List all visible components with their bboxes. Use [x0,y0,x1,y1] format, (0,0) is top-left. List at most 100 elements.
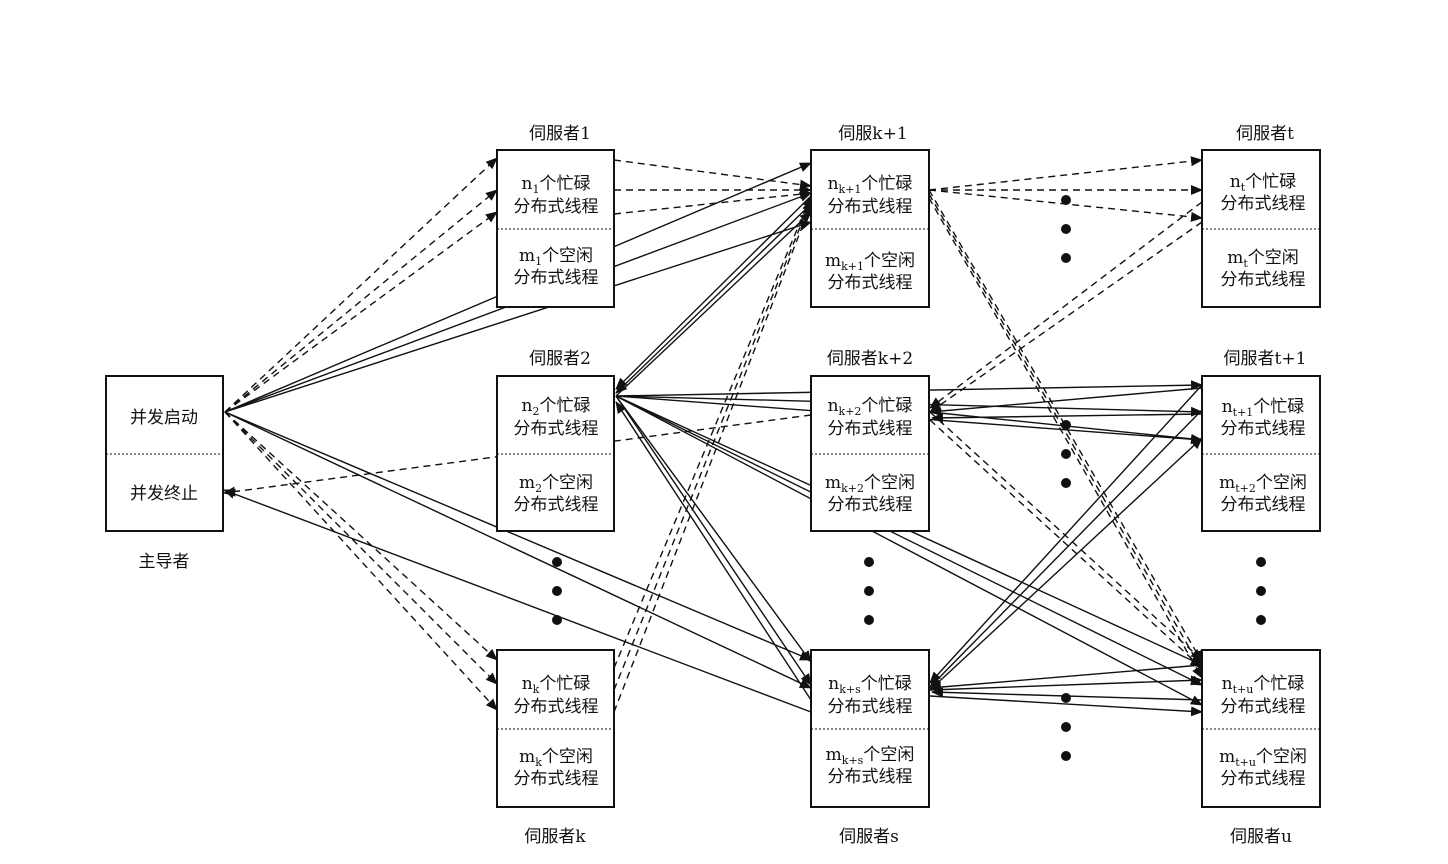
server-node-s: nk+s个忙碌 分布式线程 mk+s个空闲 分布式线程 伺服者s [810,649,930,847]
busy-thread-label: 分布式线程 [1221,419,1306,439]
idle-count-label: m1个空闲 [519,246,593,268]
solid-arrow [615,395,812,663]
ellipsis-dot [1061,449,1071,459]
server-node-1: 伺服者1 n1个忙碌 分布式线程 m1个空闲 分布式线程 [496,124,615,308]
ellipsis-dot [864,557,874,567]
server-title: 伺服者2 [529,349,591,369]
server-box [810,375,930,532]
solid-arrow [929,675,1203,691]
connection-lines [223,156,1203,717]
dashed-arrow [224,411,498,711]
idle-thread-label: 分布式线程 [828,495,913,515]
solid-arrow [615,395,1203,686]
idle-thread-label: 分布式线程 [828,273,913,293]
server-node-k-plus-1: 伺服k+1 nk+1个忙碌 分布式线程 mk+1个空闲 分布式线程 [810,124,930,308]
solid-arrow [929,409,1203,688]
idle-count-label: mk+2个空闲 [825,473,915,495]
busy-thread-label: 分布式线程 [828,697,913,717]
solid-arrow [223,489,812,713]
idle-thread-label: 分布式线程 [1221,495,1306,515]
idle-count-label: m2个空闲 [519,473,593,495]
server-box [810,649,930,808]
dashed-arrow [928,197,1203,679]
server-node-t-plus-1: 伺服者t+1 nt+1个忙碌 分布式线程 mt+2个空闲 分布式线程 [1201,349,1321,532]
idle-count-label: mt+2个空闲 [1219,473,1307,495]
ellipsis-dot [1061,751,1071,761]
dashed-arrow [613,159,812,190]
idle-count-label: mt个空闲 [1227,248,1299,270]
dashed-arrow [613,189,812,215]
dashed-arrow [224,211,498,413]
busy-count-label: nt+1个忙碌 [1222,397,1305,419]
solid-arrow [929,384,1203,684]
dashed-arrow [928,156,1203,191]
server-title: 伺服k+1 [838,124,907,144]
server-title: 伺服者u [1230,827,1292,847]
server-title: 伺服者s [839,827,899,847]
solid-arrow [615,401,812,701]
leader-caption: 主导者 [139,552,190,572]
busy-count-label: nk+s个忙碌 [828,674,911,696]
server-title: 伺服者1 [529,124,591,144]
busy-count-label: nk+2个忙碌 [828,396,913,418]
dashed-arrow [928,189,1203,663]
ellipsis-dot [864,586,874,596]
ellipsis-dot [1061,195,1071,205]
solid-arrow [615,195,812,390]
dashed-arrow [224,411,498,685]
idle-thread-label: 分布式线程 [514,268,599,288]
server-box [1201,375,1321,532]
busy-count-label: n2个忙碌 [522,396,591,418]
solid-arrow [615,203,812,394]
busy-thread-label: 分布式线程 [828,197,913,217]
solid-arrow [929,387,1203,417]
ellipsis-dot [1256,586,1266,596]
dashed-arrow [224,411,498,661]
busy-thread-label: 分布式线程 [1221,194,1306,214]
ellipsis-dot [1061,420,1071,430]
dashed-arrow [929,201,1203,409]
solid-arrow [224,411,812,689]
idle-thread-label: 分布式线程 [514,495,599,515]
dashed-arrow [223,414,812,497]
dashed-arrow [613,203,812,713]
ellipsis-dot [1256,615,1266,625]
server-node-k: nk个忙碌 分布式线程 mk个空闲 分布式线程 伺服者k [496,649,615,847]
ellipsis-dot [1061,253,1071,263]
dashed-arrow [928,193,1203,671]
solid-arrow [224,411,812,661]
dashed-arrow [613,195,812,669]
server-box [1201,649,1321,808]
idle-thread-label: 分布式线程 [1221,270,1306,290]
ellipsis-dot [552,615,562,625]
dashed-arrow [929,411,1203,661]
idle-thread-label: 分布式线程 [1221,769,1306,789]
busy-count-label: nt+u个忙碌 [1222,674,1305,696]
ellipsis-dot [864,615,874,625]
busy-thread-label: 分布式线程 [1221,697,1306,717]
solid-arrow [615,395,1203,706]
solid-arrow [929,437,1203,691]
ellipsis-dot [1256,557,1266,567]
server-node-u: nt+u个忙碌 分布式线程 mt+u个空闲 分布式线程 伺服者u [1201,649,1321,847]
ellipsis-dot [552,586,562,596]
solid-arrow [931,412,1203,423]
busy-count-label: nk个忙碌 [522,674,591,696]
server-node-k-plus-2: 伺服者k+2 nk+2个忙碌 分布式线程 mk+2个空闲 分布式线程 [810,349,930,532]
server-box [810,149,930,308]
idle-count-label: mk个空闲 [519,747,593,769]
dashed-arrow [929,419,1203,669]
server-title: 伺服者k [524,827,586,847]
solid-arrow [929,695,1203,717]
busy-thread-label: 分布式线程 [828,419,913,439]
busy-count-label: nk+1个忙碌 [828,174,913,196]
ellipsis-dot [1061,478,1071,488]
dashed-arrow [224,189,498,413]
leader-stop-label: 并发终止 [130,484,198,504]
idle-count-label: mt+u个空闲 [1219,747,1307,769]
busy-count-label: n1个忙碌 [522,174,591,196]
dashed-arrow [224,157,498,413]
ellipsis-dot [1061,224,1071,234]
server-node-t: 伺服者t nt个忙碌 分布式线程 mt个空闲 分布式线程 [1201,124,1321,308]
